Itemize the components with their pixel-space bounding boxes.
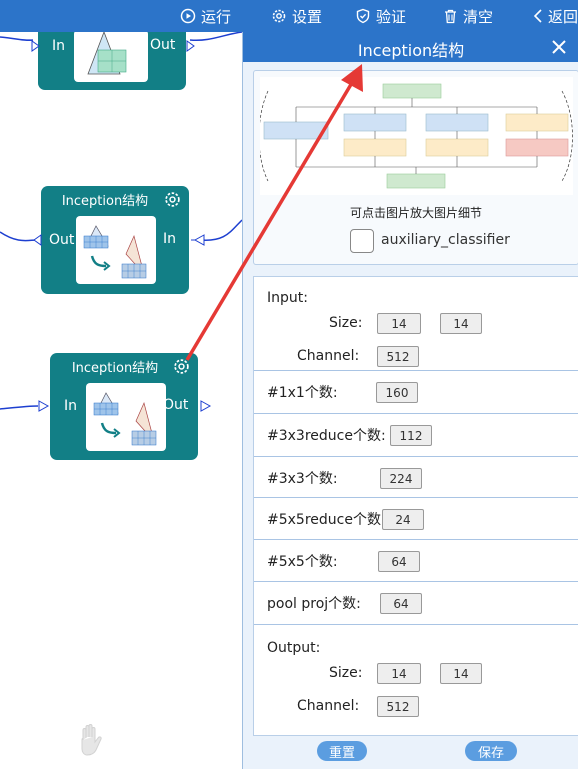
run-label: 运行	[201, 7, 232, 26]
param-value-field[interactable]: 112	[390, 425, 432, 446]
output-channel-label: Channel:	[297, 698, 360, 714]
param-label: #5x5reduce个数:	[267, 512, 386, 528]
top-toolbar: 运行 设置 验证 清空 返回	[0, 0, 578, 32]
hand-pan-icon[interactable]	[75, 722, 107, 758]
inception-diagram-image[interactable]	[258, 77, 573, 195]
output-heading: Output:	[267, 640, 321, 656]
param-label: #5x5个数:	[267, 554, 338, 570]
clear-button[interactable]: 清空	[443, 0, 493, 32]
settings-button[interactable]: 设置	[271, 0, 322, 32]
param-label: pool proj个数:	[267, 596, 361, 612]
node-bottom-thumbnail	[86, 383, 166, 451]
node-top-thumbnail	[74, 32, 148, 82]
output-size-label: Size:	[329, 665, 363, 681]
param-row: #3x3reduce个数:112	[254, 414, 578, 457]
flow-node-inception-bottom[interactable]: Inception结构 In Out	[38, 353, 212, 460]
node-top-out-port-icon[interactable]	[186, 40, 195, 52]
param-value-field[interactable]: 224	[380, 468, 422, 489]
node-bottom-in-label: In	[64, 398, 78, 414]
param-label: #1x1个数:	[267, 385, 338, 401]
flow-node-top[interactable]: In Out	[31, 32, 195, 90]
node-bottom-title: Inception结构	[71, 361, 159, 376]
node-middle-thumbnail	[76, 216, 156, 284]
trash-icon	[445, 9, 456, 24]
input-size-label: Size:	[329, 315, 363, 331]
back-label: 返回	[548, 7, 578, 26]
shield-check-icon	[356, 8, 370, 24]
panel-header: Inception结构	[243, 32, 578, 62]
node-middle-out-label: Out	[49, 232, 75, 248]
node-middle-in-label: In	[163, 231, 177, 247]
run-button[interactable]: 运行	[180, 0, 231, 32]
input-channel-label: Channel:	[297, 348, 360, 364]
parameters-card: Input: Size: 14 14 Channel: 512 #1x1个数: 1…	[253, 276, 578, 736]
gear-icon[interactable]	[173, 358, 190, 375]
gear-icon	[272, 9, 286, 23]
properties-panel: Inception结构 可点击图片放大图片细节 a	[242, 32, 578, 769]
param-row: #5x5个数: 64	[254, 540, 578, 582]
panel-title: Inception结构	[357, 41, 465, 60]
node-top-in-label: In	[52, 38, 66, 54]
param-row: pool proj个数: 64	[254, 582, 578, 625]
input-section: Input: Size: 14 14 Channel: 512	[254, 277, 578, 371]
reset-button[interactable]: 重置	[317, 741, 367, 761]
node-top-in-port-icon[interactable]	[31, 40, 40, 52]
flow-canvas[interactable]: In Out Inception结构 Out In Inception结构 In…	[0, 32, 242, 769]
param-row: #1x1个数: 160	[254, 371, 578, 414]
param-value-field[interactable]: 64	[378, 551, 420, 572]
gear-icon[interactable]	[164, 191, 181, 208]
param-value-field[interactable]: 24	[382, 509, 424, 530]
settings-label: 设置	[292, 7, 323, 26]
play-circle-icon	[180, 8, 196, 24]
node-top-out-label: Out	[150, 37, 176, 53]
node-bottom-out-port-icon[interactable]	[200, 400, 212, 412]
output-section: Output: Size: 14 14 Channel: 512	[254, 625, 578, 735]
output-channel-field[interactable]: 512	[377, 696, 419, 717]
input-heading: Input:	[267, 290, 308, 306]
param-value-field[interactable]: 160	[376, 382, 418, 403]
output-size-h-field[interactable]: 14	[377, 663, 421, 684]
chevron-left-icon	[533, 9, 542, 23]
param-row: #5x5reduce个数:24	[254, 498, 578, 540]
input-channel-field[interactable]: 512	[377, 346, 419, 367]
auxiliary-classifier-checkbox[interactable]	[350, 229, 374, 253]
validate-button[interactable]: 验证	[355, 0, 406, 32]
node-bottom-in-port-icon[interactable]	[38, 400, 50, 412]
close-icon[interactable]	[549, 37, 569, 57]
diagram-preview-card: 可点击图片放大图片细节 auxiliary_classifier	[253, 70, 578, 265]
param-row: #3x3个数: 224	[254, 457, 578, 498]
clear-label: 清空	[463, 7, 494, 26]
auxiliary-classifier-label: auxiliary_classifier	[381, 232, 510, 248]
flow-node-inception-middle[interactable]: Inception结构 Out In	[33, 186, 205, 294]
input-size-w-field[interactable]: 14	[440, 313, 482, 334]
output-size-w-field[interactable]: 14	[440, 663, 482, 684]
node-middle-title: Inception结构	[61, 194, 149, 209]
node-middle-out-port-icon[interactable]	[33, 234, 42, 246]
param-value-field[interactable]: 64	[380, 593, 422, 614]
node-middle-in-port-icon[interactable]	[191, 234, 205, 246]
diagram-zoom-hint: 可点击图片放大图片细节	[349, 206, 482, 220]
param-label: #3x3个数:	[267, 471, 338, 487]
param-label: #3x3reduce个数:	[267, 428, 386, 444]
back-button[interactable]: 返回	[533, 0, 578, 32]
validate-label: 验证	[376, 7, 407, 26]
node-bottom-out-label: Out	[163, 397, 189, 413]
save-button[interactable]: 保存	[465, 741, 517, 761]
input-size-h-field[interactable]: 14	[377, 313, 421, 334]
